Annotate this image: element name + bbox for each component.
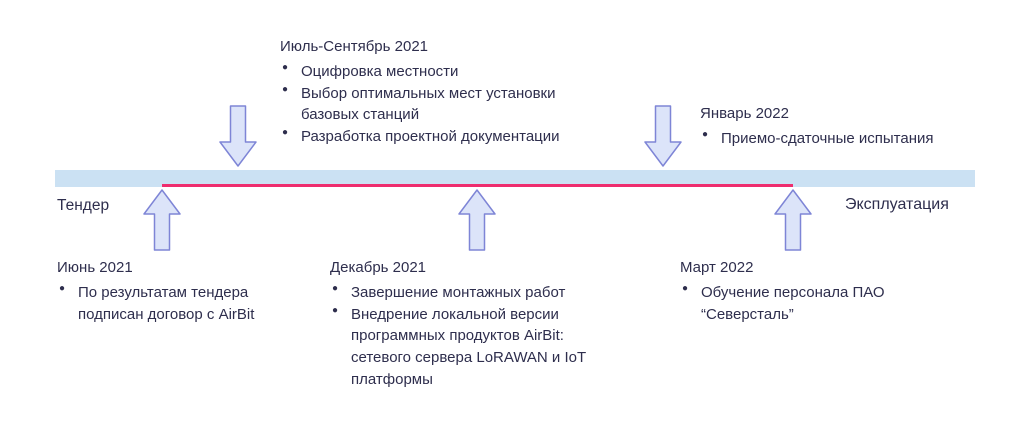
event-bullets: Оцифровка местности Выбор оптимальных ме…	[280, 61, 598, 148]
event-bullet: Приемо-сдаточные испытания	[700, 128, 992, 150]
event-dec-2021: Декабрь 2021 Завершение монтажных работ …	[330, 257, 602, 391]
event-mar-2022: Март 2022 Обучение персонала ПАО “Северс…	[680, 257, 898, 325]
event-bullet: Разработка проектной документации	[280, 126, 598, 148]
up-arrow-icon	[458, 189, 496, 251]
event-bullets: Приемо-сдаточные испытания	[700, 128, 992, 150]
event-bullet: Внедрение локальной версии программных п…	[330, 304, 602, 391]
event-bullet: Завершение монтажных работ	[330, 282, 602, 304]
event-title: Июнь 2021	[57, 259, 133, 276]
event-jun-2021: Июнь 2021 По результатам тендера подписа…	[57, 257, 279, 325]
event-bullet: Оцифровка местности	[280, 61, 598, 83]
timeline-progress-line	[162, 184, 793, 187]
up-arrow-icon	[143, 189, 181, 251]
event-bullet: По результатам тендера подписан договор …	[57, 282, 279, 326]
event-bullets: Завершение монтажных работ Внедрение лок…	[330, 282, 602, 391]
timeline-bar	[55, 170, 975, 187]
event-bullet: Выбор оптимальных мест установки базовых…	[280, 83, 598, 127]
event-jan-2022: Январь 2022 Приемо-сдаточные испытания	[700, 103, 992, 150]
timeline-end-label: Эксплуатация	[845, 196, 949, 213]
up-arrow-icon	[774, 189, 812, 251]
event-title: Март 2022	[680, 259, 754, 276]
event-bullets: Обучение персонала ПАО “Северсталь”	[680, 282, 898, 326]
down-arrow-icon	[644, 105, 682, 167]
down-arrow-icon	[219, 105, 257, 167]
event-bullets: По результатам тендера подписан договор …	[57, 282, 279, 326]
timeline-start-label: Тендер	[57, 197, 110, 214]
event-title: Январь 2022	[700, 105, 789, 122]
event-jul-sep-2021: Июль-Сентябрь 2021 Оцифровка местности В…	[280, 36, 598, 148]
event-bullet: Обучение персонала ПАО “Северсталь”	[680, 282, 898, 326]
event-title: Декабрь 2021	[330, 259, 427, 276]
event-title: Июль-Сентябрь 2021	[280, 38, 429, 55]
